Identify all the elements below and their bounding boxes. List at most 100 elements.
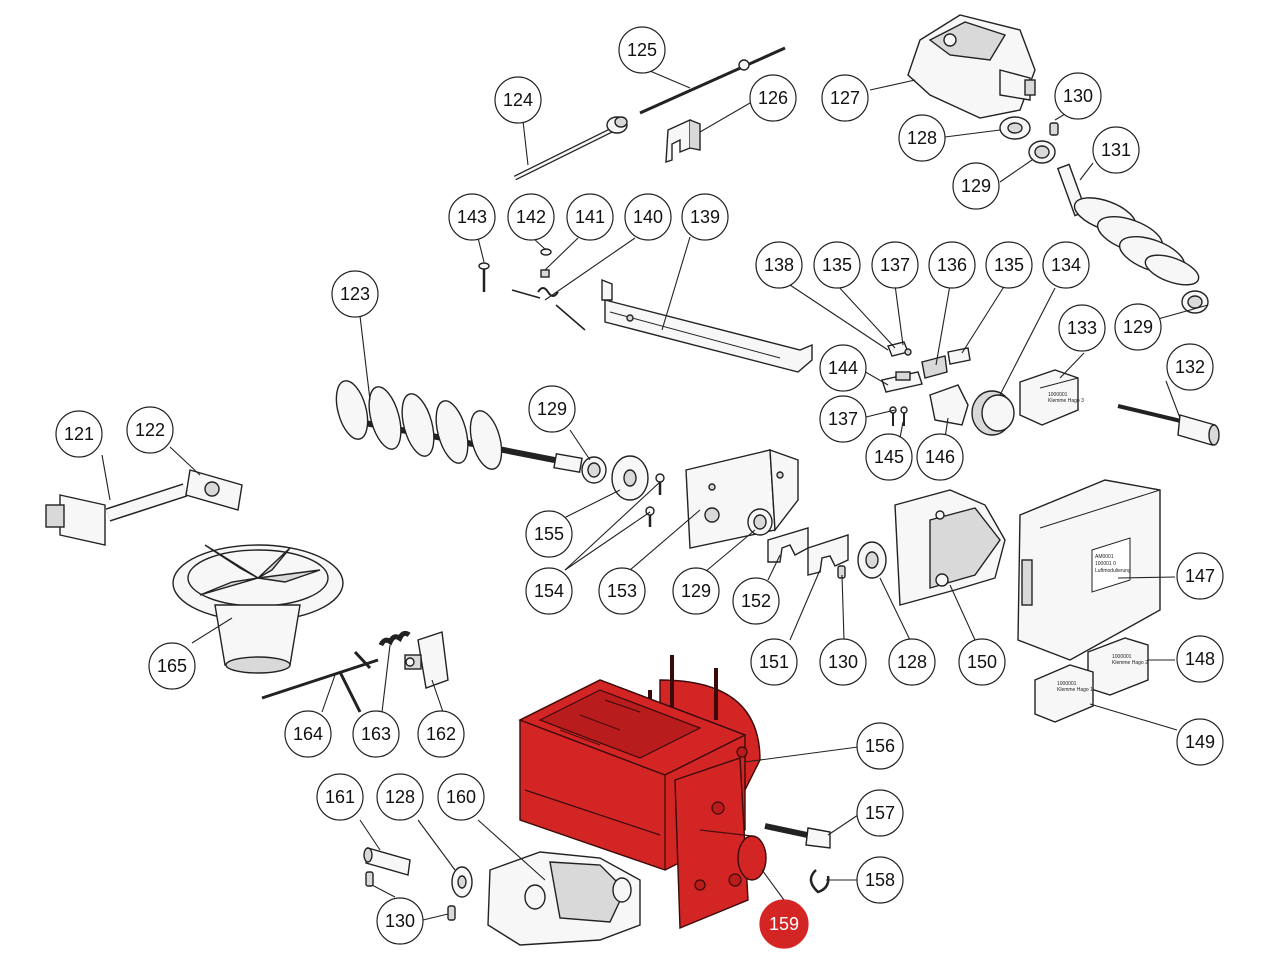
callout-147[interactable]: 147 [1176, 552, 1224, 600]
callout-163[interactable]: 163 [352, 710, 400, 758]
part-129-bearing-auger [581, 456, 607, 484]
callout-128-low[interactable]: 128 [376, 773, 424, 821]
part-134-cylinder [971, 390, 1015, 436]
part-142-washer [540, 248, 552, 256]
callout-151[interactable]: 151 [750, 638, 798, 686]
svg-text:123: 123 [340, 284, 370, 304]
callout-122[interactable]: 122 [126, 406, 174, 454]
callout-134[interactable]: 134 [1042, 241, 1090, 289]
callout-129-lower[interactable]: 129 [672, 567, 720, 615]
callout-123[interactable]: 123 [331, 270, 379, 318]
callout-162[interactable]: 162 [417, 710, 465, 758]
callout-128-top[interactable]: 128 [898, 114, 946, 162]
svg-text:161: 161 [325, 787, 355, 807]
callout-161[interactable]: 161 [316, 773, 364, 821]
svg-text:160: 160 [446, 787, 476, 807]
callout-135-left[interactable]: 135 [813, 241, 861, 289]
callout-133[interactable]: 133 [1058, 304, 1106, 352]
callout-146[interactable]: 146 [916, 433, 964, 481]
svg-text:149: 149 [1185, 732, 1215, 752]
callout-155[interactable]: 155 [525, 510, 573, 558]
svg-text:150: 150 [967, 652, 997, 672]
callout-158[interactable]: 158 [856, 856, 904, 904]
callout-142[interactable]: 142 [507, 193, 555, 241]
svg-text:136: 136 [937, 255, 967, 275]
svg-text:145: 145 [874, 447, 904, 467]
callout-129-auger[interactable]: 129 [528, 385, 576, 433]
callout-138[interactable]: 138 [755, 241, 803, 289]
svg-text:153: 153 [607, 581, 637, 601]
svg-text:100001 0: 100001 0 [1095, 561, 1116, 567]
svg-text:128: 128 [907, 128, 937, 148]
callout-131[interactable]: 131 [1092, 126, 1140, 174]
part-139-lever [601, 278, 813, 373]
callout-149[interactable]: 149 [1176, 718, 1224, 766]
callout-125[interactable]: 125 [618, 26, 666, 74]
part-128-washer-mid [857, 541, 887, 579]
svg-text:125: 125 [627, 40, 657, 60]
callout-154[interactable]: 154 [525, 567, 573, 615]
callout-164[interactable]: 164 [284, 710, 332, 758]
part-132-sensor [1117, 404, 1220, 446]
svg-text:Klemme Hago 2: Klemme Hago 2 [1112, 660, 1148, 666]
callout-124[interactable]: 124 [494, 76, 542, 124]
callout-140[interactable]: 140 [624, 193, 672, 241]
leader-lines [101, 70, 1209, 921]
part-149-relay: 1000001 Klemme Hago 1 [1034, 664, 1094, 723]
callout-139[interactable]: 139 [681, 193, 729, 241]
callout-143[interactable]: 143 [448, 193, 496, 241]
svg-text:144: 144 [828, 358, 858, 378]
svg-text:155: 155 [534, 524, 564, 544]
svg-text:137: 137 [880, 255, 910, 275]
callout-136[interactable]: 136 [928, 241, 976, 289]
callout-141[interactable]: 141 [566, 193, 614, 241]
svg-text:157: 157 [865, 803, 895, 823]
callout-145[interactable]: 145 [865, 433, 913, 481]
callout-130-mid[interactable]: 130 [819, 638, 867, 686]
callout-137-low[interactable]: 137 [819, 395, 867, 443]
part-157-shaft [764, 823, 831, 849]
svg-text:163: 163 [361, 724, 391, 744]
callout-150[interactable]: 150 [958, 638, 1006, 686]
callout-144[interactable]: 144 [819, 344, 867, 392]
part-143-screw [478, 262, 490, 292]
part-158-clip [809, 869, 830, 894]
callout-160[interactable]: 160 [437, 773, 485, 821]
callout-137-top[interactable]: 137 [871, 241, 919, 289]
callout-156[interactable]: 156 [856, 722, 904, 770]
svg-text:AM0001: AM0001 [1095, 554, 1114, 560]
callout-128-mid[interactable]: 128 [888, 638, 936, 686]
callout-135-right[interactable]: 135 [985, 241, 1033, 289]
part-126-bracket [665, 118, 701, 163]
part-148-relay: 1000001 Klemme Hago 2 [1087, 637, 1149, 696]
svg-text:137: 137 [828, 409, 858, 429]
svg-text:128: 128 [897, 652, 927, 672]
svg-text:129: 129 [1123, 317, 1153, 337]
svg-text:139: 139 [690, 207, 720, 227]
svg-text:165: 165 [157, 656, 187, 676]
callout-152[interactable]: 152 [732, 577, 780, 625]
svg-text:143: 143 [457, 207, 487, 227]
svg-text:148: 148 [1185, 649, 1215, 669]
svg-text:140: 140 [633, 207, 663, 227]
svg-text:Klemme Hago 3: Klemme Hago 3 [1048, 398, 1084, 404]
part-123-horizontal-auger [335, 380, 583, 473]
callout-157[interactable]: 157 [856, 789, 904, 837]
svg-text:135: 135 [822, 255, 852, 275]
callout-165[interactable]: 165 [148, 642, 196, 690]
callout-130-top[interactable]: 130 [1054, 72, 1102, 120]
callout-148[interactable]: 148 [1176, 635, 1224, 683]
callout-159-selected[interactable]: 159 [759, 899, 809, 949]
part-154-screws [645, 473, 665, 527]
callout-129-right[interactable]: 129 [1114, 303, 1162, 351]
callout-121[interactable]: 121 [55, 410, 103, 458]
callout-130-low[interactable]: 130 [376, 897, 424, 945]
part-140-spring [511, 287, 586, 331]
svg-text:129: 129 [961, 176, 991, 196]
callout-132[interactable]: 132 [1166, 343, 1214, 391]
callout-153[interactable]: 153 [598, 567, 646, 615]
callout-126[interactable]: 126 [749, 74, 797, 122]
callout-129-top[interactable]: 129 [952, 162, 1000, 210]
callout-127[interactable]: 127 [821, 74, 869, 122]
